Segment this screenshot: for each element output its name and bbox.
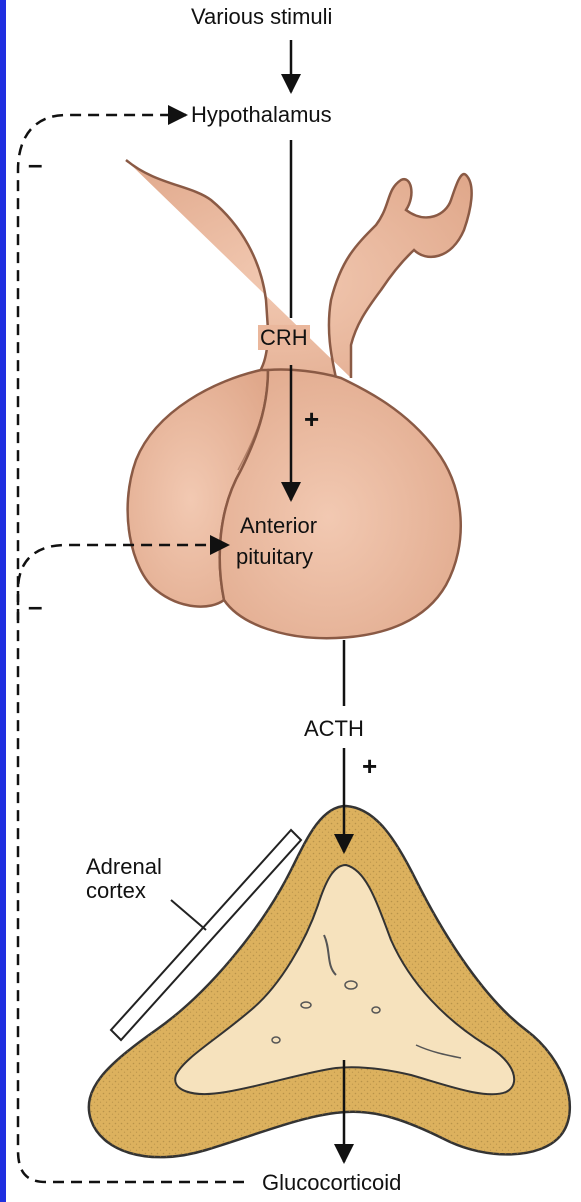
pituitary-feedback-minus: – [28, 592, 42, 622]
adrenal-label: Adrenal [86, 854, 162, 879]
hypothalamus-feedback-minus: – [28, 150, 42, 180]
crh-plus-sign: + [304, 405, 319, 435]
hypothalamus-label: Hypothalamus [191, 102, 332, 127]
cortex-label: cortex [86, 878, 146, 903]
crh-label: CRH [258, 325, 310, 350]
glucocorticoid-label: Glucocorticoid [258, 1170, 405, 1195]
hpa-axis-drawing [6, 0, 581, 1202]
acth-label: ACTH [304, 716, 364, 741]
pituitary-label: pituitary [236, 544, 313, 569]
various-stimuli-label: Various stimuli [191, 4, 332, 29]
acth-plus-sign: + [362, 752, 377, 782]
anterior-label: Anterior [240, 513, 317, 538]
